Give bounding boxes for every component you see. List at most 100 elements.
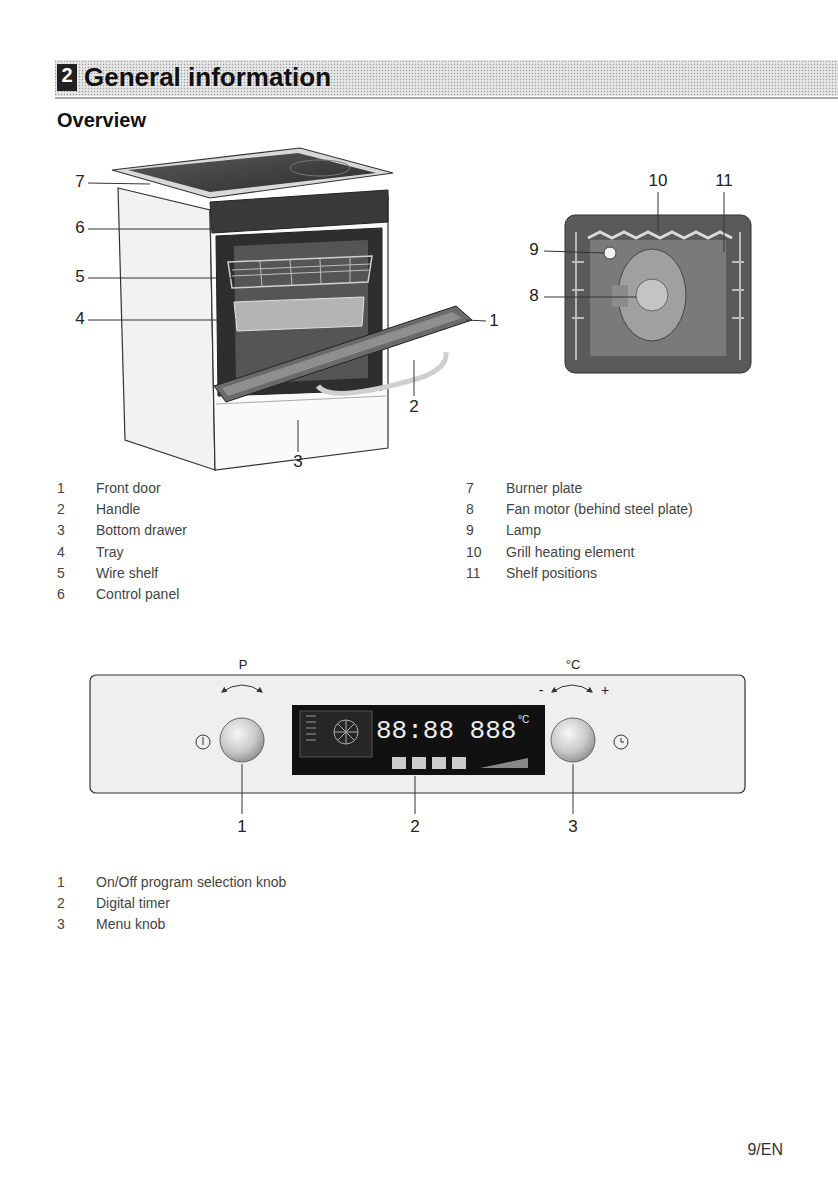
display-icon (452, 757, 466, 769)
page-number: 9/EN (747, 1140, 783, 1159)
part-name: Front door (96, 480, 161, 497)
leader-lines (242, 764, 573, 814)
page-title: General information (84, 62, 331, 93)
callout-number: 1 (489, 311, 498, 331)
callout-number: 9 (529, 240, 538, 260)
program-knob (220, 718, 264, 762)
heat-bar (480, 758, 528, 768)
part-name: Control panel (96, 586, 179, 603)
callout-number: 1 (57, 480, 65, 497)
grill-element (588, 232, 732, 238)
callout-number: 2 (410, 817, 419, 837)
callout-number: 10 (649, 171, 668, 191)
callout-number: 8 (466, 501, 474, 518)
chapter-number: 2 (61, 63, 72, 87)
part-name: Bottom drawer (96, 522, 187, 539)
drawer-edge (216, 396, 386, 404)
fan-icon (334, 720, 358, 744)
part-name: Handle (96, 501, 140, 518)
control-panel (90, 675, 745, 793)
part-name: Tray (96, 544, 123, 561)
control-name: On/Off program selection knob (96, 874, 286, 891)
display-icon (412, 757, 426, 769)
callout-number: 9 (466, 522, 474, 539)
callout-number: 6 (75, 218, 84, 238)
display-digits: 88:88 (376, 716, 454, 747)
function-icons (306, 716, 316, 740)
part-name: Burner plate (506, 480, 582, 497)
control-name: Menu knob (96, 916, 165, 933)
door-handle (318, 352, 446, 393)
fan-vent (612, 285, 628, 307)
hob-frame (112, 148, 393, 198)
display-icon (432, 757, 446, 769)
clock-symbol (621, 738, 624, 742)
leader-lines (544, 192, 724, 297)
callout-number: 2 (409, 397, 418, 417)
part-name: Shelf positions (506, 565, 597, 582)
callout-number: 3 (568, 817, 577, 837)
part-name: Wire shelf (96, 565, 158, 582)
display-icon (392, 757, 406, 769)
callout-number: 7 (466, 480, 474, 497)
cooker-front (210, 196, 388, 470)
leader-lines (88, 183, 486, 452)
rotation-arrow (552, 685, 592, 692)
part-name: Fan motor (behind steel plate) (506, 501, 693, 518)
part-name: Lamp (506, 522, 541, 539)
fan-icon (334, 720, 358, 744)
callout-number: 4 (57, 544, 65, 561)
knob-symbol: - (539, 682, 544, 699)
hob-glass (128, 153, 376, 192)
control-name: Digital timer (96, 895, 170, 912)
fan-hub (636, 279, 668, 311)
section-heading: Overview (57, 108, 146, 132)
callout-number: 3 (57, 916, 65, 933)
shelf-rails (572, 232, 744, 360)
display-unit: °C (518, 714, 529, 726)
knob-symbol: P (239, 657, 248, 673)
display-screen (292, 705, 545, 775)
part-name: Grill heating element (506, 544, 634, 561)
callout-number: 8 (529, 286, 538, 306)
lamp (604, 247, 616, 259)
function-icons (300, 711, 372, 757)
knob-symbol: + (601, 682, 609, 699)
cooker-side (118, 188, 215, 470)
callout-number: 11 (715, 171, 733, 191)
callout-number: 1 (57, 874, 65, 891)
wire-shelf-grid (232, 257, 370, 286)
clock-symbol (614, 735, 628, 749)
cooking-zone (290, 160, 350, 176)
oven-door (214, 306, 472, 402)
callout-number: 3 (57, 522, 65, 539)
rule-line (55, 98, 838, 99)
title-bar (55, 60, 838, 96)
callout-number: 1 (237, 817, 246, 837)
rotation-arrow (222, 685, 262, 692)
cavity-detail (565, 215, 751, 373)
callout-number: 7 (75, 172, 84, 192)
fan-plate (618, 249, 686, 341)
callout-number: 2 (57, 895, 65, 912)
chapter-badge (57, 64, 77, 91)
knob-symbol: °C (566, 657, 581, 673)
callout-number: 4 (75, 309, 84, 329)
callout-number: 2 (57, 501, 65, 518)
control-strip (210, 190, 388, 233)
wire-shelf (228, 256, 372, 288)
callout-number: 11 (466, 565, 481, 582)
callout-number: 3 (293, 452, 302, 472)
door-glass (222, 312, 462, 396)
cavity-back-wall (590, 240, 726, 356)
display-digits: 888 (470, 716, 517, 747)
callout-number: 5 (57, 565, 65, 582)
callout-number: 6 (57, 586, 65, 603)
callout-number: 5 (75, 267, 84, 287)
callout-number: 10 (466, 544, 482, 561)
menu-knob (551, 718, 595, 762)
tray (234, 297, 364, 331)
power-symbol (196, 735, 210, 749)
power-symbol (203, 737, 204, 745)
